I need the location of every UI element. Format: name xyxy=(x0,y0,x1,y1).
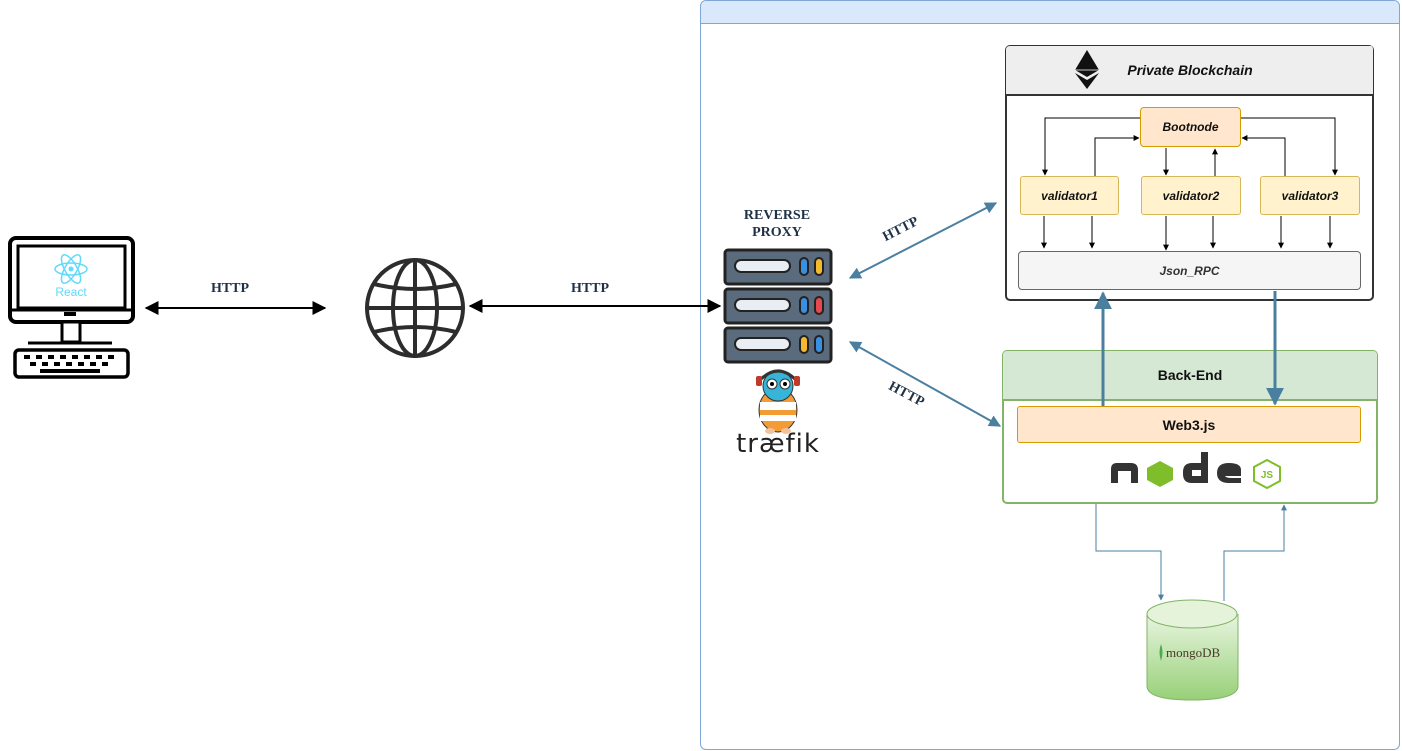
mongodb-label: mongoDB xyxy=(1166,645,1221,660)
database-icon xyxy=(1146,599,1239,701)
react-icon xyxy=(54,254,88,284)
react-label: React xyxy=(55,285,87,299)
blockchain-title: Private Blockchain xyxy=(1127,62,1253,78)
db-to-backend-arrow xyxy=(1223,504,1287,601)
validator-box-3: validator3 xyxy=(1260,176,1360,215)
reverse-proxy-label-line2: PROXY xyxy=(752,225,802,240)
json-rpc-box: Json_RPC xyxy=(1018,251,1361,290)
reverse-proxy-label-line1: REVERSE xyxy=(743,208,811,223)
infrastructure-container-header xyxy=(701,1,1399,24)
node-logo-icon: JS xyxy=(1111,452,1281,490)
svg-text:JS: JS xyxy=(1261,470,1274,481)
ethereum-icon xyxy=(1075,50,1099,89)
http-label-client: HTTP xyxy=(210,281,250,296)
backend-title: Back-End xyxy=(1157,367,1223,383)
computer-icon xyxy=(8,236,135,379)
http-label-internet: HTTP xyxy=(570,281,610,296)
server-icon xyxy=(723,248,833,364)
backend-to-db-arrow xyxy=(1095,504,1164,601)
traefik-wordmark: træfik xyxy=(736,429,820,459)
bootnode-box: Bootnode xyxy=(1140,107,1241,147)
traefik-gopher-icon xyxy=(756,369,800,434)
proxy-blockchain-arrow xyxy=(848,202,998,279)
validator-box-1: validator1 xyxy=(1020,176,1119,215)
reverse-proxy-label: REVERSE PROXY xyxy=(727,207,827,241)
validator-box-2: validator2 xyxy=(1141,176,1241,215)
globe-icon xyxy=(365,258,465,358)
web3-box: Web3.js xyxy=(1017,406,1361,443)
proxy-backend-arrow xyxy=(848,341,1002,427)
blockchain-connectors xyxy=(1041,117,1338,251)
infrastructure-container xyxy=(700,0,1400,750)
